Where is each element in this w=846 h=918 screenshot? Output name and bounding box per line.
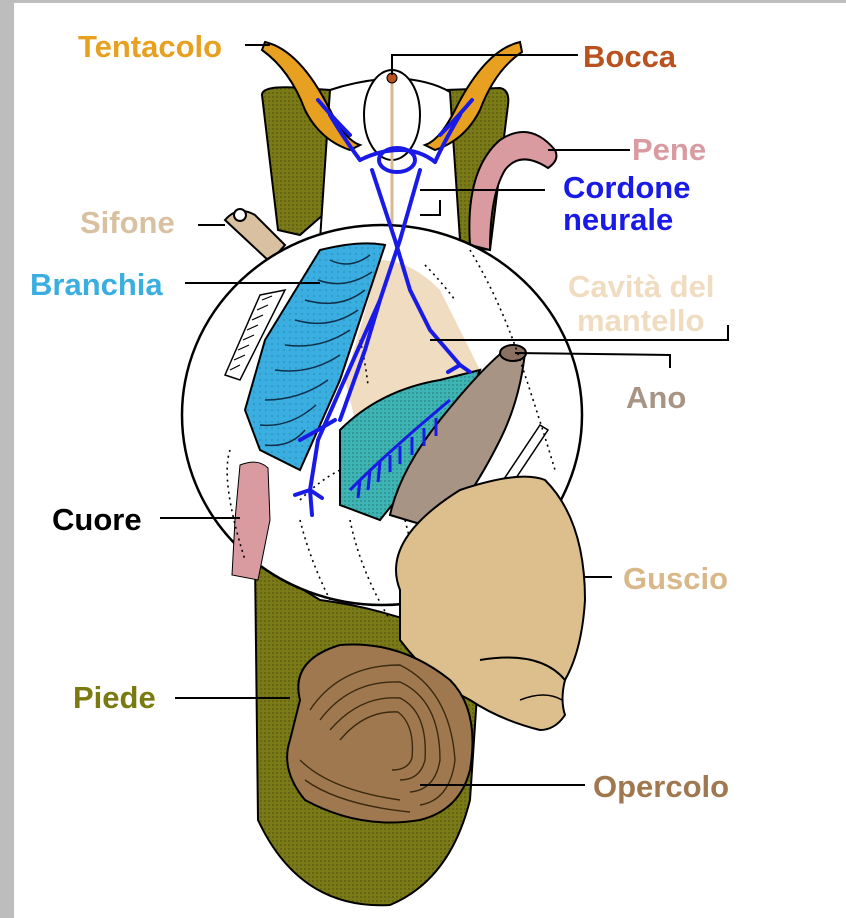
label-cordone-line2: neurale [563, 202, 673, 237]
label-cordone-line1: Cordone [563, 170, 690, 205]
label-tentacolo: Tentacolo [78, 29, 222, 64]
label-opercolo: Opercolo [593, 769, 729, 804]
label-pene: Pene [632, 132, 706, 167]
label-piede: Piede [73, 680, 156, 715]
label-cuore: Cuore [52, 502, 142, 537]
label-guscio: Guscio [623, 561, 728, 596]
label-branchia: Branchia [30, 267, 163, 302]
label-bocca: Bocca [583, 39, 677, 74]
label-ano: Ano [626, 380, 686, 415]
label-cavita-line2: mantello [577, 303, 704, 338]
label-cavita-line1: Cavità del [568, 269, 714, 304]
label-sifone: Sifone [80, 205, 175, 240]
